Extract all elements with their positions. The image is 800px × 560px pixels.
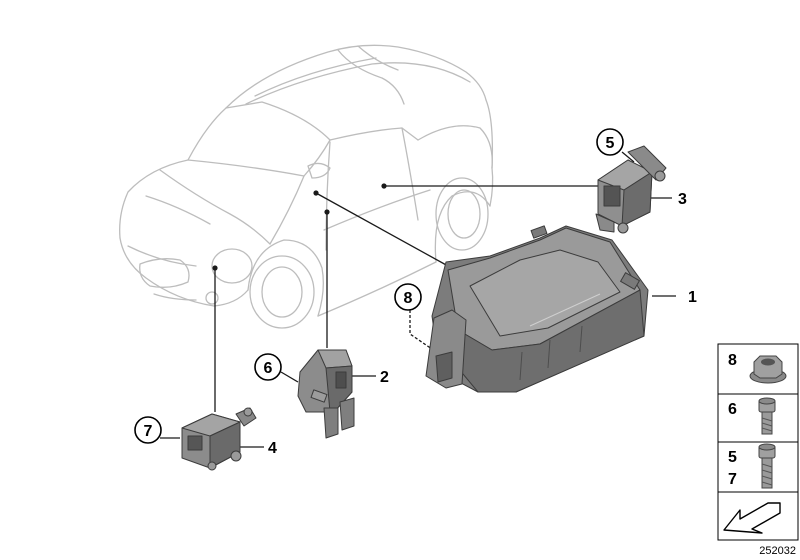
leader-lines xyxy=(160,151,676,448)
legend-row-2 xyxy=(717,393,799,443)
tick-6 xyxy=(280,371,299,383)
callout-4: 4 xyxy=(268,440,277,457)
fastener-legend: 8 6 5 7 xyxy=(717,343,799,541)
seat-sensor-part xyxy=(595,145,667,234)
callouts: 1 2 3 4 5 6 7 8 xyxy=(134,128,697,457)
direction-arrow-icon xyxy=(723,502,781,534)
legend-label-8: 8 xyxy=(728,352,737,369)
door-sensor-part xyxy=(297,349,355,439)
car-outline xyxy=(119,44,494,329)
callout-6-circle xyxy=(254,353,282,381)
tick-5 xyxy=(621,151,635,163)
callout-5-circle xyxy=(596,128,624,156)
callout-8: 8 xyxy=(404,290,413,307)
callout-8-circle xyxy=(394,283,422,311)
flange-nut-icon xyxy=(749,355,787,384)
hex-socket-bolt-long-icon xyxy=(758,443,776,489)
callout-1: 1 xyxy=(688,289,697,306)
tick-8 xyxy=(409,310,449,361)
legend-label-6: 6 xyxy=(728,401,737,418)
hex-socket-bolt-short-icon xyxy=(758,397,776,435)
callout-7: 7 xyxy=(144,423,153,440)
callout-2: 2 xyxy=(380,369,389,386)
legend-label-5: 5 xyxy=(728,449,737,466)
leader-line-1 xyxy=(315,192,449,267)
diagram-number: 252032 xyxy=(759,545,796,557)
control-unit-part xyxy=(425,225,649,393)
legend-row-3 xyxy=(717,441,799,493)
callout-7-circle xyxy=(134,416,162,444)
legend-label-7: 7 xyxy=(728,471,737,488)
callout-3: 3 xyxy=(678,191,687,208)
front-sensor-part xyxy=(181,407,257,471)
callout-5: 5 xyxy=(606,135,615,152)
callout-6: 6 xyxy=(264,360,273,377)
